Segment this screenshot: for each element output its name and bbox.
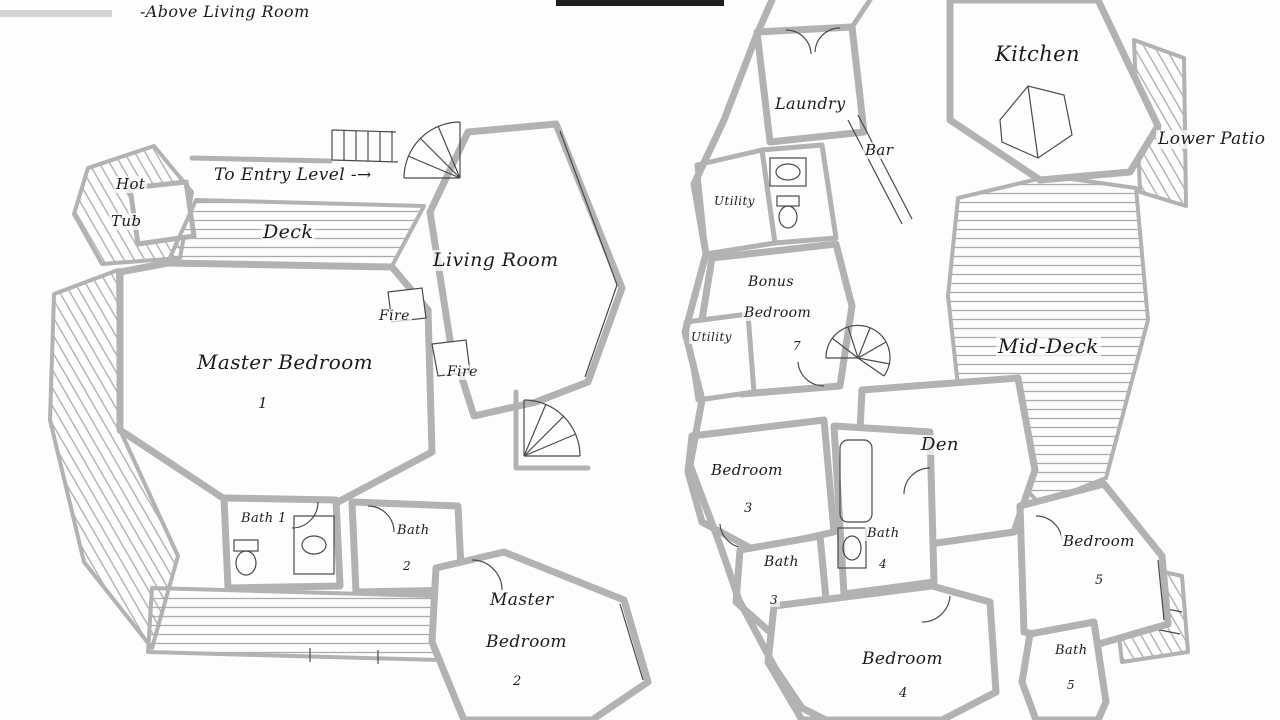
label-bedroom-3: Bedroom bbox=[709, 461, 785, 479]
scan-artifact-bar bbox=[556, 0, 724, 6]
entry-corridor-wall bbox=[189, 155, 333, 164]
label-bath-4: Bath bbox=[865, 526, 902, 542]
kitchen-island-line bbox=[1027, 85, 1039, 159]
label-bonus-bedroom-number: 7 bbox=[791, 339, 804, 354]
bedroom-5-window-line bbox=[1157, 559, 1165, 621]
label-utility-lower: Utility bbox=[689, 330, 734, 345]
label-bath-5-number: 5 bbox=[1065, 678, 1078, 693]
label-bedroom-4-number: 4 bbox=[897, 686, 910, 702]
bottom-deck-hatch bbox=[146, 586, 440, 662]
label-bath-2: Bath bbox=[395, 523, 432, 539]
label-above-living-room: -Above Living Room bbox=[138, 2, 312, 21]
label-mid-deck: Mid-Deck bbox=[996, 334, 1101, 358]
bath-4-outline bbox=[830, 422, 938, 598]
label-bar: Bar bbox=[863, 141, 896, 159]
label-lower-patio: Lower Patio bbox=[1156, 129, 1268, 149]
living-room-window-line bbox=[559, 130, 618, 286]
label-hot-tub-line2: Tub bbox=[109, 212, 144, 230]
winder-stair-center bbox=[523, 399, 581, 457]
master-bedroom-1-outline bbox=[116, 259, 436, 506]
label-bath-3-number: 3 bbox=[768, 593, 781, 608]
label-bedroom-4: Bedroom bbox=[860, 649, 945, 669]
lower-level-plan bbox=[681, 0, 1190, 720]
label-bath-3: Bath bbox=[762, 554, 801, 571]
bath-1-fixtures bbox=[233, 501, 335, 576]
label-bath-4-number: 4 bbox=[877, 557, 890, 572]
label-to-entry-level: To Entry Level -→ bbox=[212, 165, 374, 185]
label-bonus-bedroom-line1: Bonus bbox=[746, 274, 796, 291]
winder-stair-top bbox=[403, 121, 461, 179]
laundry-door-arc bbox=[785, 29, 812, 55]
label-master-bedroom-2-line1: Master bbox=[488, 590, 556, 610]
label-master-bedroom-1-number: 1 bbox=[256, 394, 270, 412]
bath-5-outline bbox=[1018, 618, 1110, 720]
top-wall-stub bbox=[849, 0, 873, 30]
label-living-room: Living Room bbox=[431, 249, 561, 271]
bedroom-3-outline bbox=[684, 416, 838, 554]
label-hot-tub-line1: Hot bbox=[114, 175, 148, 193]
laundry-door-arc bbox=[814, 27, 841, 53]
living-room-window-line bbox=[584, 284, 618, 378]
label-bath-1: Bath 1 bbox=[239, 511, 289, 527]
bonus-bedroom-door-arc bbox=[797, 361, 825, 387]
powder-room-outline bbox=[759, 142, 839, 246]
label-master-bedroom-2-number: 2 bbox=[511, 674, 524, 690]
label-laundry: Laundry bbox=[773, 94, 848, 113]
lower-level-outer-wall bbox=[681, 0, 830, 720]
master-bedroom-2-door-arc bbox=[471, 559, 503, 591]
bath-4-fixtures bbox=[837, 439, 931, 569]
straight-stair-treads bbox=[331, 129, 399, 163]
label-fire-1: Fire bbox=[377, 308, 412, 325]
kitchen-outline bbox=[946, 0, 1162, 184]
bedroom-4-door-arc bbox=[921, 595, 951, 623]
master-bedroom-2-window-line bbox=[619, 603, 644, 681]
label-utility-upper: Utility bbox=[712, 194, 757, 209]
label-kitchen: Kitchen bbox=[993, 42, 1082, 67]
center-stair-wall bbox=[513, 389, 591, 471]
spiral-stair bbox=[825, 324, 891, 377]
label-bonus-bedroom-line2: Bedroom bbox=[742, 305, 814, 322]
label-deck: Deck bbox=[261, 221, 316, 243]
label-bath-2-number: 2 bbox=[401, 559, 414, 574]
label-bath-5: Bath bbox=[1053, 643, 1090, 659]
bedroom-5-outline bbox=[1016, 480, 1172, 650]
bath-2-door-arc bbox=[367, 505, 395, 533]
scan-artifact-streak bbox=[0, 10, 112, 17]
label-master-bedroom-2-line2: Bedroom bbox=[484, 632, 569, 652]
laundry-outline bbox=[753, 23, 868, 146]
label-den: Den bbox=[919, 434, 961, 455]
label-fire-2: Fire bbox=[445, 364, 480, 381]
label-bedroom-5-number: 5 bbox=[1093, 573, 1106, 589]
label-bedroom-5: Bedroom bbox=[1061, 532, 1137, 550]
bar-counter-lines bbox=[847, 114, 913, 225]
label-master-bedroom-1: Master Bedroom bbox=[195, 350, 376, 374]
label-bedroom-3-number: 3 bbox=[742, 501, 755, 517]
powder-room-fixtures bbox=[769, 157, 807, 229]
